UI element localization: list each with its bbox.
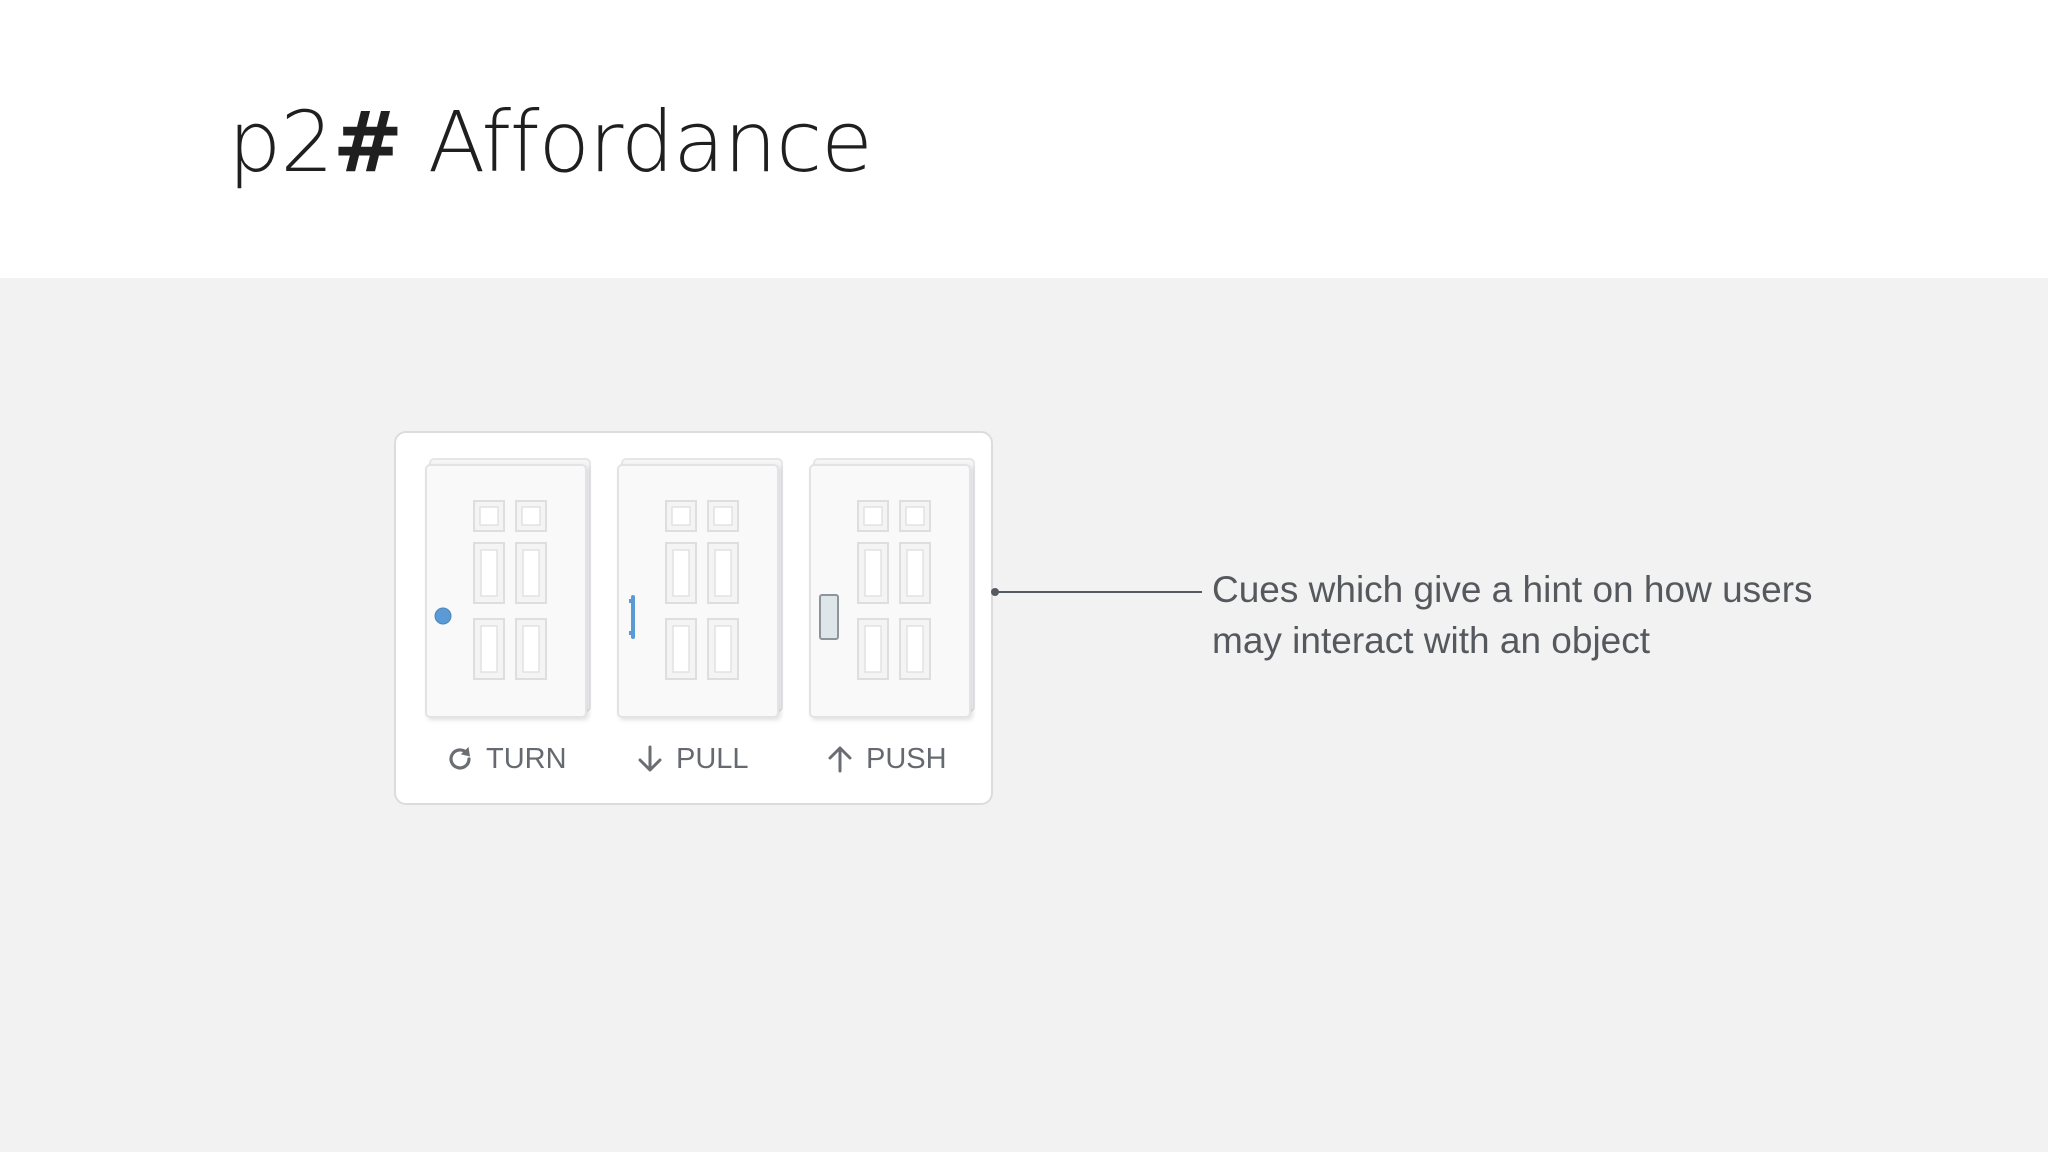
door-label-push-text: PUSH (866, 742, 947, 775)
rotate-clockwise-icon (444, 743, 476, 775)
title-prefix: p2 (228, 93, 334, 191)
door-push (809, 458, 975, 718)
title-word: Affordance (427, 93, 873, 191)
door-push-plate (819, 594, 839, 640)
door-label-pull-text: PULL (676, 742, 749, 775)
door-label-turn: TURN (444, 741, 567, 777)
arrow-down-icon (634, 743, 666, 775)
door-pull (617, 458, 783, 718)
door-illustration-card: TURN PULL PUSH (394, 431, 993, 805)
door-label-push: PUSH (824, 741, 947, 777)
annotation-line-1: Cues which give a hint on how users (1212, 569, 1813, 610)
door-knob-handle (434, 607, 452, 625)
doors-illustration (425, 458, 975, 718)
door-turn (425, 458, 591, 718)
door-label-pull: PULL (634, 741, 749, 777)
door-pull-handle (629, 595, 635, 639)
annotation-line-2: may interact with an object (1212, 620, 1651, 661)
slide-body (0, 278, 2048, 1152)
annotation-connector-line (991, 588, 1202, 596)
slide-title: p2# Affordance (228, 100, 873, 184)
slide-header: p2# Affordance (0, 0, 2048, 278)
annotation-text: Cues which give a hint on how users may … (1212, 564, 1832, 666)
door-label-turn-text: TURN (486, 742, 567, 775)
title-hash: # (332, 93, 403, 191)
arrow-up-icon (824, 743, 856, 775)
